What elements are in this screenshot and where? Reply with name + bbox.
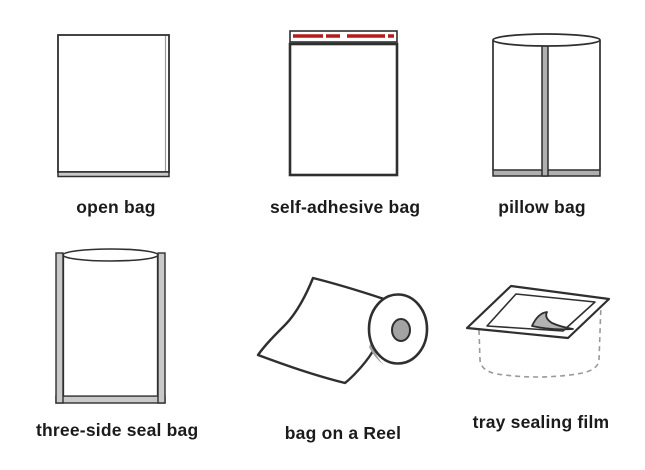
bottom-seal: [55, 395, 166, 404]
sealing-film: [486, 293, 596, 332]
bag-on-a-reel-icon: [256, 276, 429, 385]
film-curled-corner: [531, 311, 574, 331]
pillow-bag-figure: [488, 28, 606, 180]
pillow-bag-icon: [492, 33, 601, 177]
left-seal: [55, 252, 64, 404]
roll-core: [391, 318, 411, 342]
tray-sealing-film-icon: [465, 284, 611, 378]
bag-on-a-reel-label: bag on a Reel: [284, 423, 402, 443]
open-bag-label: open bag: [76, 197, 156, 217]
bag-on-a-reel-figure: [245, 263, 445, 403]
back-seam: [541, 41, 549, 177]
right-seal: [157, 252, 166, 404]
tray-sealing-film-label: tray sealing film: [472, 412, 610, 432]
self-adhesive-bag-figure: [283, 25, 403, 181]
open-bag-figure: [55, 28, 175, 182]
self-adhesive-bag-label: self-adhesive bag: [270, 197, 421, 217]
bag-opening: [62, 248, 159, 262]
pillow-bag-label: pillow bag: [498, 197, 586, 217]
three-side-seal-bag-label: three-side seal bag: [36, 420, 199, 440]
tray-sealing-film-figure: [452, 272, 617, 382]
self-adhesive-bag-icon: [288, 30, 399, 177]
unrolled-film-sheet: [256, 276, 400, 385]
three-side-seal-bag-icon: [55, 248, 166, 404]
open-bag-icon: [57, 34, 170, 178]
tray-body-hidden-outline: [478, 303, 602, 378]
three-side-seal-bag-figure: [50, 244, 172, 410]
